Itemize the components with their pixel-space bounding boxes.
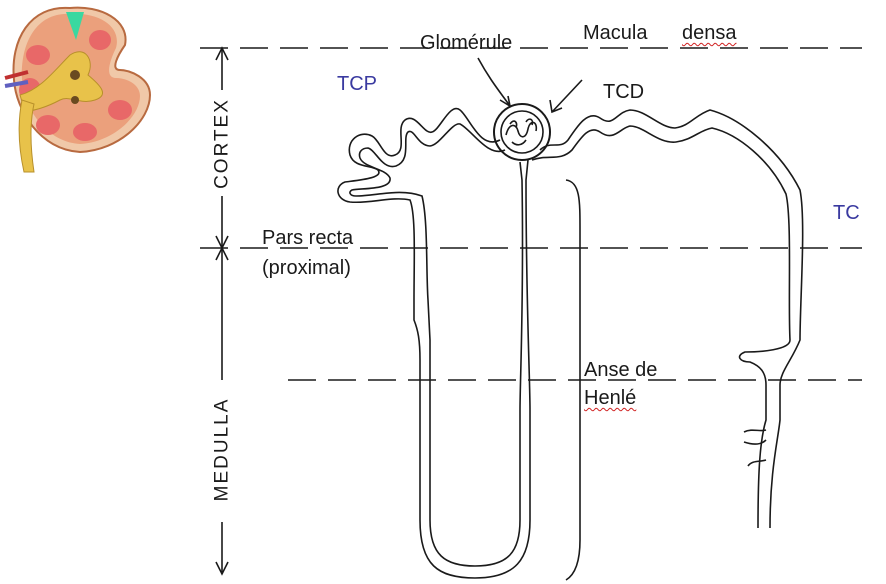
label-pars-recta: Pars recta [262, 228, 353, 248]
label-macula: Macula [583, 23, 647, 43]
label-tc: TC [833, 203, 860, 223]
label-glomerule: Glomérule [420, 33, 512, 53]
label-cortex: CORTEX [213, 92, 232, 196]
label-anse-de: Anse de [584, 360, 657, 380]
label-densa: densa [682, 23, 737, 43]
label-tcd: TCD [603, 82, 644, 102]
tcp-tubule [338, 109, 530, 578]
label-proximal: (proximal) [262, 258, 351, 278]
label-medulla: MEDULLA [213, 382, 232, 518]
label-henle: Henlé [584, 388, 636, 408]
label-tcp: TCP [337, 74, 377, 94]
